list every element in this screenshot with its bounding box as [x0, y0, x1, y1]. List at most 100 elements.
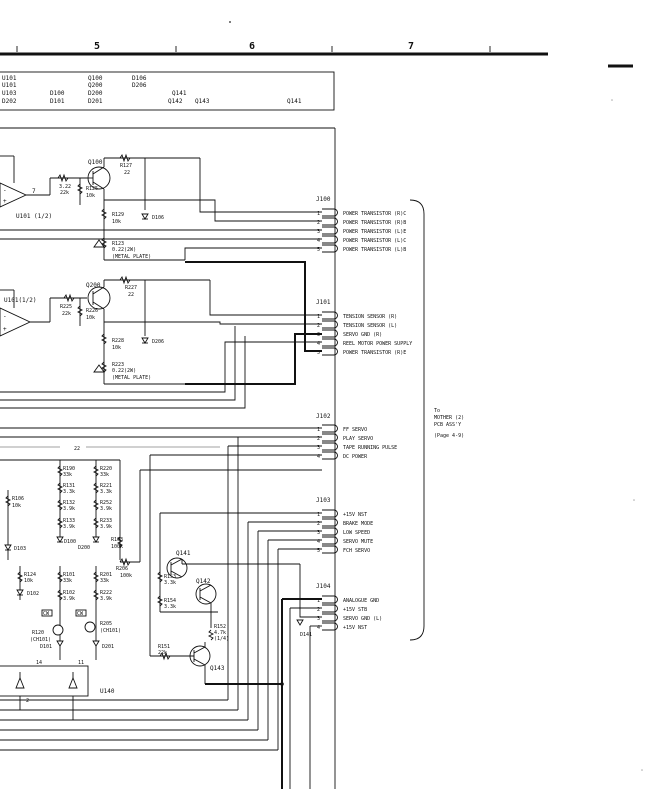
r106: R106	[12, 496, 24, 502]
r201: R201	[100, 572, 112, 578]
j100-label3: POWER TRANSISTOR (L)E	[343, 229, 406, 235]
r223-value: 0.22(2W)	[112, 368, 136, 374]
r103-value: 100k	[111, 544, 123, 550]
r122-value: 22k	[60, 190, 69, 196]
r152-note: (1/4)	[214, 636, 229, 642]
ref-c1-1: U101	[2, 82, 17, 89]
j103-pin2: 2	[317, 521, 320, 527]
r154-value: 3.3k	[164, 604, 176, 610]
r151-value: 22k	[158, 650, 167, 656]
j104-pin1: 1	[317, 598, 320, 604]
r123-value: 0.22(2W)	[112, 247, 136, 253]
r133-value: 3.9k	[63, 524, 75, 530]
opamp-u101-b	[0, 307, 32, 337]
j101-label4: REEL MOTOR POWER SUPPLY	[343, 341, 412, 347]
ref-c3-2: D200	[88, 90, 103, 97]
label-q143: Q143	[210, 665, 225, 672]
speed-network: R190 33k R131 3.3k R132 3.9k R133 3.9k D…	[0, 459, 322, 660]
column-6: 6	[249, 41, 255, 52]
j103-pin3: 3	[317, 530, 320, 536]
svg-text:+: +	[3, 326, 7, 333]
r252: R252	[100, 500, 112, 506]
r227: R227	[125, 285, 137, 291]
j100-pin3: 3	[317, 229, 320, 235]
mute-transistors: Q141 Q142 R153 3.3k R154 3.3k R152 4.7k …	[149, 550, 300, 686]
j103-pin5: 5	[317, 548, 320, 554]
connector-j103: J103 1 2 3 4 5 +15V NST BRAKE MODE LOW S…	[316, 497, 373, 554]
r226: R226	[86, 308, 98, 314]
r127-value: 22	[124, 170, 130, 176]
cw-label-2: CW	[77, 611, 84, 617]
label-u101a: U101 (1/2)	[16, 213, 52, 220]
r205: R205	[100, 621, 112, 627]
r222-value: 3.9k	[100, 596, 112, 602]
r223-note: (METAL PLATE)	[112, 375, 151, 381]
reference-table: U101 U101 U103 D202 D100 D101 Q100 Q200 …	[0, 71, 335, 111]
j104-label2: +15V STB	[343, 607, 367, 613]
dest-line2: MOTHER (2)	[434, 415, 464, 421]
j101-label3: SERVO GND (R)	[343, 332, 382, 338]
j103-pin1: 1	[317, 512, 320, 518]
j101-label1: TENSION SENSOR (R)	[343, 314, 397, 320]
r223: R223	[112, 362, 124, 368]
j103-label2: BRAKE MODE	[343, 521, 373, 527]
ref-c6-0: Q143	[195, 98, 210, 105]
r228: R228	[112, 338, 124, 344]
j101-pin2: 2	[317, 323, 320, 329]
pin-22: 22	[74, 446, 80, 452]
r133: R133	[63, 518, 75, 524]
pin-11: 11	[78, 660, 84, 666]
channel-r-driver: - + 7 U101 (1/2) 3.22 22k Q100 R125 10k …	[0, 153, 200, 261]
j103-label3: LOW SPEED	[343, 530, 370, 536]
d200: D200	[78, 545, 90, 551]
connector-j104: J104 1 2 3 4 ANALOGUE GND +15V STB SERVO…	[316, 583, 382, 631]
pot-r120	[52, 624, 64, 636]
r153-value: 3.3k	[164, 580, 176, 586]
r106-value: 10k	[12, 503, 21, 509]
j101-pin3: 3	[317, 332, 320, 338]
svg-text:-: -	[3, 187, 7, 194]
j103-label5: FCH SERVO	[343, 548, 370, 554]
j102-name: J102	[316, 413, 331, 420]
j102-label1: FF SERVO	[343, 427, 367, 433]
svg-text:-: -	[3, 313, 7, 320]
ref-c2-0: D100	[50, 90, 65, 97]
r102: R102	[63, 590, 75, 596]
j102-pin4: 4	[317, 454, 320, 460]
j100-label2: POWER TRANSISTOR (R)B	[343, 220, 406, 226]
r233: R233	[100, 518, 112, 524]
d100: D100	[64, 539, 76, 545]
u140-buffer-1	[15, 676, 25, 689]
j100-pin4: 4	[317, 238, 320, 244]
j102-pin1: 1	[317, 427, 320, 433]
r125: R125	[86, 186, 98, 192]
j101-label2: TENSION SENSOR (L)	[343, 323, 397, 329]
pin-2: 2	[26, 698, 29, 704]
column-5: 5	[94, 41, 100, 52]
u140-buffer-2	[68, 676, 78, 689]
r120-value: (CH101)	[30, 637, 51, 643]
r101-value: 33k	[63, 578, 72, 584]
destination-bracket: To MOTHER (2) PCB ASS'Y (Page 4-9)	[409, 199, 464, 641]
label-q100: Q100	[88, 159, 103, 166]
ref-c5-0: Q141	[172, 90, 187, 97]
r228-value: 10k	[112, 345, 121, 351]
dest-line3: PCB ASS'Y	[434, 422, 461, 428]
wires-j103	[159, 512, 322, 750]
wires-j104: D141	[0, 564, 322, 789]
svg-text:+: +	[3, 198, 7, 205]
j102-pin2: 2	[317, 436, 320, 442]
r132: R132	[63, 500, 75, 506]
j100-pin2: 2	[317, 220, 320, 226]
r123: R123	[112, 241, 124, 247]
ref-c1-3: D202	[2, 98, 17, 105]
j100-name: J100	[316, 196, 331, 203]
j102-label2: PLAY SERVO	[343, 436, 373, 442]
ref-c5-1: Q142	[168, 98, 183, 105]
d106: D106	[152, 215, 164, 221]
wires-j102: 22	[0, 427, 322, 710]
j104-label1: ANALOGUE GND	[343, 598, 379, 604]
r152: R152	[214, 624, 226, 630]
ref-c1-0: U101	[2, 75, 17, 82]
